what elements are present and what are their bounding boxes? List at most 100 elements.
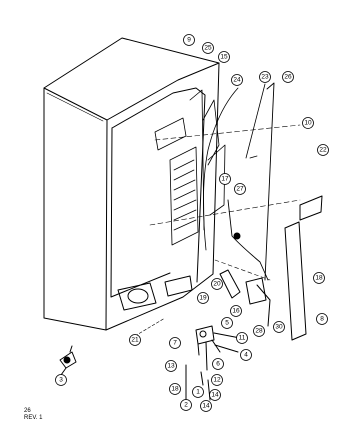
callout-circle [180, 399, 192, 411]
callout-circle [209, 389, 221, 401]
part-callout: 15 [218, 51, 230, 63]
part-callout: 25 [202, 42, 214, 54]
evaporator-assembly [154, 89, 226, 246]
callout-label: 17 [221, 176, 229, 183]
part-callout: 10 [302, 117, 314, 129]
part-callout: 9 [183, 34, 195, 46]
cabinet-body [43, 37, 220, 331]
callout-label: 27 [236, 186, 244, 193]
part-callout: 26 [282, 71, 294, 83]
part-callout: 2 [180, 399, 192, 411]
callout-label: 12 [213, 377, 221, 384]
callout-label: 16 [232, 308, 240, 315]
part-callout: 16 [230, 305, 242, 317]
callout-label: 21 [131, 337, 139, 344]
part-callout: 30 [273, 321, 285, 333]
callout-circle [230, 305, 242, 317]
callout-circle [259, 71, 271, 83]
rear-panel [149, 124, 323, 341]
part-callout: 28 [253, 325, 265, 337]
callout-label: 19 [199, 295, 207, 302]
callout-label: 23 [261, 74, 269, 81]
part-callout: 20 [211, 278, 223, 290]
callout-circle [240, 349, 252, 361]
callout-label: 2 [184, 402, 188, 409]
part-callout: 18 [169, 383, 181, 395]
revision-label: REV. 1 [24, 415, 43, 421]
callout-label: 28 [255, 328, 263, 335]
callout-circle [236, 332, 248, 344]
callout-circle [218, 51, 230, 63]
part-callout: 1 [192, 386, 204, 398]
callout-label: 11 [239, 335, 246, 342]
callout-circle [169, 337, 181, 349]
revision-code: 26 [24, 408, 31, 414]
callout-label: 20 [213, 281, 221, 288]
part-callout: 3 [55, 374, 67, 386]
callout-circle [273, 321, 285, 333]
part-callout: 13 [165, 360, 177, 372]
callout-circle [200, 400, 212, 412]
loose-valve-part [59, 345, 77, 376]
callout-label: 3 [59, 377, 63, 384]
callout-label: 1 [196, 389, 200, 396]
callout-label: 14 [202, 403, 210, 410]
revision-block: 26 REV. 1 [24, 408, 43, 421]
callout-circle [219, 173, 231, 185]
part-callout: 22 [317, 144, 329, 156]
compressor-assembly [117, 269, 271, 327]
callout-circle [211, 278, 223, 290]
callout-circle [55, 374, 67, 386]
callout-label: 8 [320, 316, 324, 323]
callout-label: 9 [187, 37, 191, 44]
callout-circle [212, 358, 224, 370]
callout-label: 13 [167, 363, 175, 370]
callout-label: 30 [275, 324, 283, 331]
part-callout: 4 [240, 349, 252, 361]
part-callout: 27 [234, 183, 246, 195]
callout-circle [313, 272, 325, 284]
callout-label: 7 [173, 340, 177, 347]
part-callout: 14 [209, 389, 221, 401]
callout-label: 14 [211, 392, 219, 399]
callout-label: 25 [204, 45, 212, 52]
callout-circle [282, 71, 294, 83]
callout-label: 6 [216, 361, 220, 368]
callout-circle [197, 292, 209, 304]
callout-circle [317, 144, 329, 156]
callout-circle [183, 34, 195, 46]
callout-label: 5 [225, 320, 229, 327]
part-callout: 5 [221, 317, 233, 329]
callout-circle [165, 360, 177, 372]
callout-circle [129, 334, 141, 346]
callout-circle [221, 317, 233, 329]
callout-circle [231, 74, 243, 86]
callout-label: 22 [319, 147, 327, 154]
callout-label: 4 [244, 352, 248, 359]
part-callout: 17 [219, 173, 231, 185]
part-callout: 8 [316, 313, 328, 325]
valve-assembly [185, 325, 241, 401]
part-callout: 14 [200, 400, 212, 412]
callout-circle [169, 383, 181, 395]
tube-line [203, 87, 239, 251]
part-callout: 12 [211, 374, 223, 386]
callout-label: 26 [284, 74, 292, 81]
part-callout: 11 [236, 332, 248, 344]
callout-label: 18 [315, 275, 323, 282]
callout-circle [302, 117, 314, 129]
callout-circle [202, 42, 214, 54]
part-callout: 6 [212, 358, 224, 370]
part-callout: 23 [259, 71, 271, 83]
callout-circle [234, 183, 246, 195]
part-callout: 19 [197, 292, 209, 304]
part-callout: 21 [129, 334, 141, 346]
callout-circle [211, 374, 223, 386]
callout-circle [192, 386, 204, 398]
callout-label: 10 [304, 120, 312, 127]
part-callout: 24 [231, 74, 243, 86]
part-callout: 7 [169, 337, 181, 349]
callout-label: 24 [233, 77, 241, 84]
